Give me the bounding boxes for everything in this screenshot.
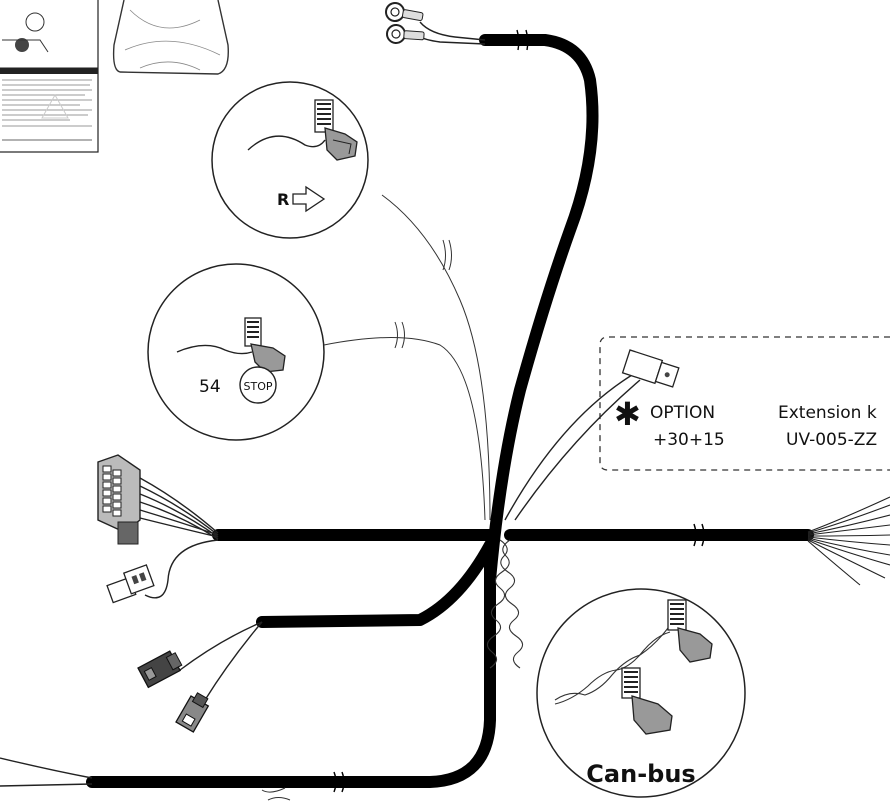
packaging-bag-icon <box>112 0 229 75</box>
reverse-letter: R <box>277 190 289 209</box>
canbus-label: Can-bus <box>586 760 695 788</box>
scotchlok-connector-icon <box>314 99 358 161</box>
scotchlok-connector-icon <box>244 317 286 373</box>
brake-light-callout: 54 STOP <box>147 263 325 441</box>
black-connector-icon <box>137 650 183 689</box>
two-pin-connector-icon <box>106 564 155 604</box>
option-label: OPTION <box>650 403 715 423</box>
extension-kit-code: UV-005-ZZ <box>786 430 877 450</box>
stop-badge-text: STOP <box>244 380 273 393</box>
reverse-light-callout: R <box>211 81 369 239</box>
canbus-callout: Can-bus <box>536 588 746 798</box>
scotchlok-connector-icon <box>667 599 713 663</box>
main-harness-cable <box>86 34 814 788</box>
ring-terminals <box>385 2 486 45</box>
main-vehicle-connector <box>97 454 219 545</box>
instruction-leaflet <box>0 0 99 153</box>
arrow-right-icon <box>292 185 326 213</box>
asterisk-icon: ✱ <box>614 395 641 433</box>
twisted-pair-cable <box>499 539 524 669</box>
stop-badge-icon <box>239 366 277 404</box>
cable-break-marks <box>333 29 705 793</box>
brake-pin-number: 54 <box>199 377 221 397</box>
loose-wire-ends <box>807 496 890 586</box>
extension-kit-title: Extension k <box>778 403 877 423</box>
grey-connector-icon <box>175 692 210 733</box>
option-pins: +30+15 <box>653 430 725 450</box>
scotchlok-connector-icon <box>621 667 673 735</box>
option-extension-box: ✱ OPTION +30+15 Extension k UV-005-ZZ <box>504 336 890 521</box>
option-connector-icon <box>621 349 680 388</box>
